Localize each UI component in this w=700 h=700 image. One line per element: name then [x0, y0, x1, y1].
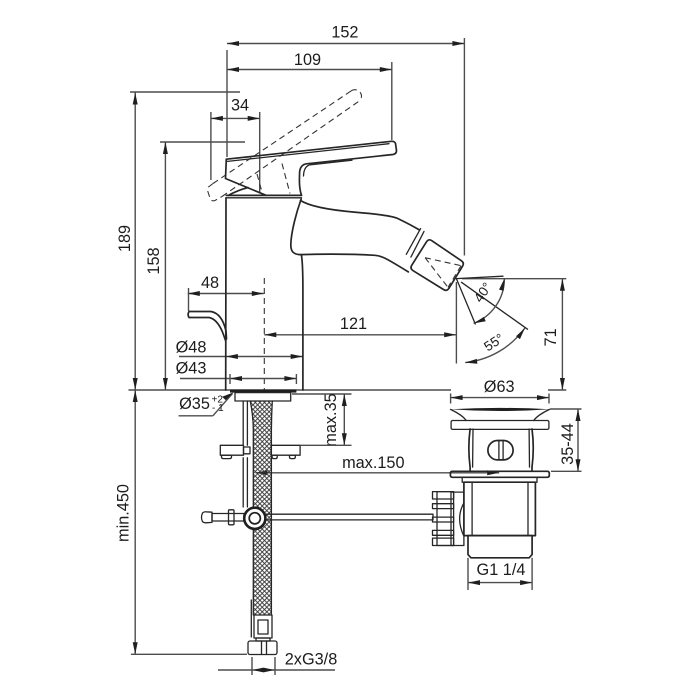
svg-text:Ø63: Ø63 — [484, 378, 515, 396]
svg-text:min.450: min.450 — [115, 484, 133, 542]
svg-text:152: 152 — [331, 23, 358, 41]
svg-text:- 1: - 1 — [212, 403, 224, 414]
svg-text:158: 158 — [145, 247, 163, 274]
svg-text:Ø43: Ø43 — [176, 360, 207, 378]
svg-text:109: 109 — [294, 51, 321, 69]
svg-text:34: 34 — [231, 97, 249, 115]
svg-text:max.150: max.150 — [342, 454, 404, 472]
svg-text:2xG3/8: 2xG3/8 — [285, 651, 338, 669]
svg-text:G1 1/4: G1 1/4 — [477, 561, 526, 579]
svg-text:+2: +2 — [212, 394, 224, 405]
svg-text:71: 71 — [542, 328, 560, 346]
svg-text:35-44: 35-44 — [559, 423, 577, 465]
svg-text:Ø48: Ø48 — [176, 339, 207, 357]
svg-text:max.35: max.35 — [322, 393, 340, 446]
svg-text:189: 189 — [116, 225, 134, 252]
svg-text:121: 121 — [340, 315, 367, 333]
svg-text:Ø35: Ø35 — [179, 395, 210, 413]
svg-text:48: 48 — [201, 274, 219, 292]
